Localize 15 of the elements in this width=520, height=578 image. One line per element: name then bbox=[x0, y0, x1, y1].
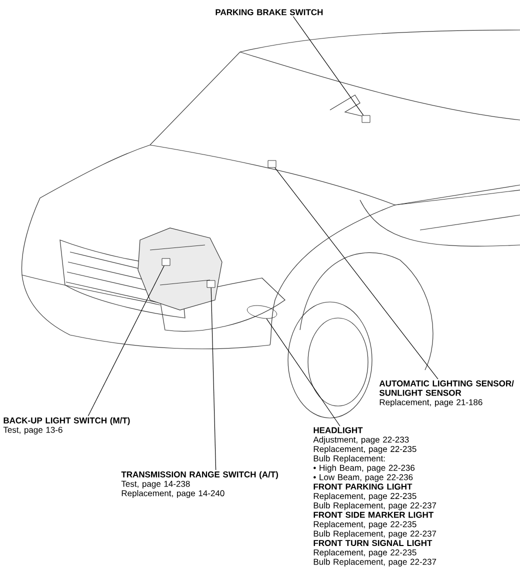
leader-line bbox=[274, 167, 438, 380]
callout-text: PARKING BRAKE SWITCH bbox=[216, 9, 323, 16]
callout-text: AUTOMATIC LIGHTING SENSOR/ SUNLIGHT SENSOR Replacement, page 21-186 bbox=[379, 380, 514, 407]
switch-part bbox=[206, 280, 216, 288]
switch-part bbox=[162, 258, 170, 266]
callout-text: HEADLIGHT Adjustment, page 22-233 Replacement, page 22-235 Bulb Replacement: • High Beam, page 22-236 • Low Beam, page 22-236 FRONT PARKING LIGHT Replacement, page 22-235 Bulb Replacement, page 22-237 FRONT SIDE MARKER LIGHT Replacement, page 22-235 Bulb Replacement, page 22-237 FRONT TURN SIGNAL LIGHT Replacement, page 22-235 Bulb Replacement, page 22-237 bbox=[313, 427, 436, 566]
switch-part bbox=[362, 115, 370, 123]
callout-text: BACK-UP LIGHT SWITCH (M/T) Test, page 13-6 bbox=[3, 417, 130, 435]
leader-line bbox=[88, 265, 164, 416]
leader-line bbox=[266, 318, 340, 426]
callout-text: TRANSMISSION RANGE SWITCH (A/T) Test, page 14-238 Replacement, page 14-240 bbox=[121, 471, 278, 498]
sensor-part bbox=[268, 160, 276, 168]
leader-line bbox=[292, 16, 364, 116]
leader-line bbox=[210, 287, 216, 470]
headlight-part bbox=[247, 305, 277, 319]
